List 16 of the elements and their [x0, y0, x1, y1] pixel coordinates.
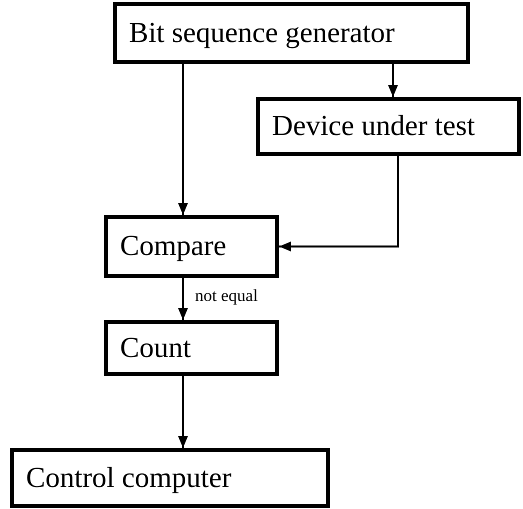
process-box	[113, 2, 470, 64]
box-label: Control computer	[26, 462, 232, 494]
edge-label: not equal	[193, 286, 260, 306]
process-box	[10, 448, 330, 508]
box-label: Count	[120, 332, 191, 364]
box-label: Bit sequence generator	[129, 16, 395, 50]
arrow	[388, 64, 398, 97]
box-label: Device under test	[272, 110, 475, 143]
arrow	[178, 64, 188, 215]
process-box	[256, 97, 521, 156]
arrow	[279, 156, 399, 252]
arrow	[178, 278, 188, 320]
arrow	[178, 376, 188, 448]
process-box	[104, 320, 279, 376]
box-label: Compare	[120, 230, 226, 263]
process-box	[104, 215, 279, 278]
